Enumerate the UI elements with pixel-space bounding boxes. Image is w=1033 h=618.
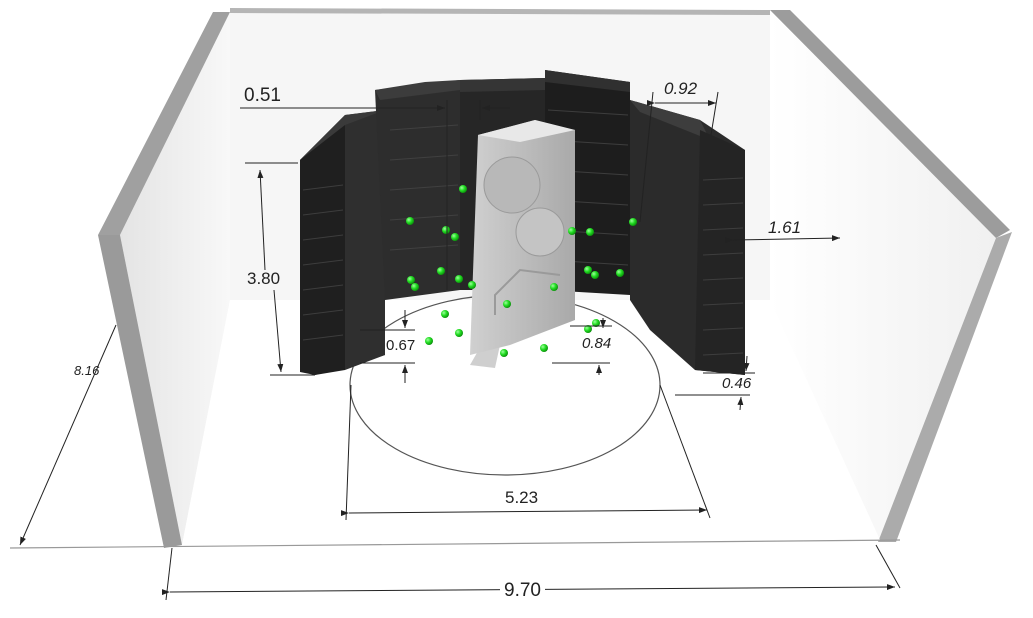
dimension-label-base-offset: 0.46 xyxy=(722,375,752,392)
dimension-label-panel-gap: 0.51 xyxy=(244,85,281,106)
sensor-dot xyxy=(540,344,548,352)
sensor-dot xyxy=(425,337,433,345)
dimension-label-left-offset: 0.67 xyxy=(386,337,416,354)
sensor-dot xyxy=(442,226,450,234)
sensor-dot xyxy=(455,329,463,337)
sensor-dot xyxy=(586,228,594,236)
sensor-dot xyxy=(468,281,476,289)
sensor-points xyxy=(406,185,637,357)
right-wall xyxy=(770,10,1012,542)
dimension-label-panel-thickness: 0.92 xyxy=(664,79,698,98)
sensor-dot xyxy=(437,267,445,275)
sensor-dot xyxy=(411,283,419,291)
central-object xyxy=(470,120,575,368)
sensor-dot xyxy=(591,271,599,279)
sensor-dot xyxy=(406,217,414,225)
left-wall xyxy=(98,12,230,548)
sensor-dot xyxy=(592,319,600,327)
dimension-label-room-depth: 8.16 xyxy=(74,363,100,378)
sensor-dot xyxy=(451,233,459,241)
dimension-lines xyxy=(19,91,901,601)
dimension-label-circle-diameter: 5.23 xyxy=(505,488,539,507)
sensor-dot xyxy=(584,325,592,333)
sensor-dot xyxy=(441,310,449,318)
dimension-label-right-offset: 0.84 xyxy=(582,335,612,352)
dimension-label-panel-to-wall: 1.61 xyxy=(768,218,802,237)
dimension-label-room-width: 9.70 xyxy=(500,581,545,600)
sensor-dot xyxy=(629,218,637,226)
sensor-dot xyxy=(568,227,576,235)
dimension-label-panel-height: 3.80 xyxy=(247,269,281,288)
sensor-dot xyxy=(455,275,463,283)
sensor-dot xyxy=(503,300,511,308)
sensor-dot xyxy=(584,266,592,274)
sensor-dot xyxy=(459,185,467,193)
sensor-dot xyxy=(550,283,558,291)
sensor-dot xyxy=(616,269,624,277)
sensor-dot xyxy=(407,276,415,284)
sensor-dot xyxy=(500,349,508,357)
